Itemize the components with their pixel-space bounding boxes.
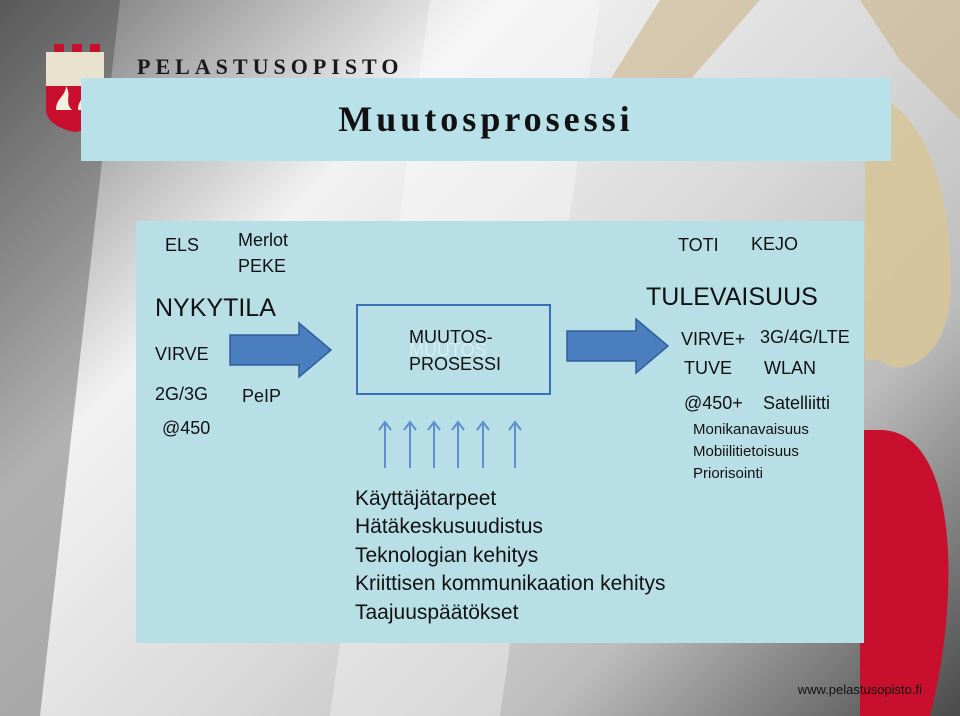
driver-item: Teknologian kehitys: [355, 544, 539, 567]
process-ghost-text: MUUTOS: [409, 340, 487, 360]
label-els: ELS: [165, 235, 200, 255]
label-peip: PeIP: [242, 386, 282, 406]
label-450-plus: @450+: [684, 393, 743, 413]
driver-item: Käyttäjätarpeet: [355, 487, 497, 510]
label-450: @450: [162, 418, 211, 438]
process-label-line2: PROSESSI: [409, 354, 502, 374]
process-label-line1: MUUTOS-: [409, 327, 493, 347]
title-bar: Muutosprosessi: [81, 78, 891, 161]
driver-item: Kriittisen kommunikaation kehitys: [355, 572, 666, 595]
heading-tulevaisuus: TULEVAISUUS: [646, 283, 818, 311]
label-wlan: WLAN: [764, 358, 817, 378]
label-3g4glte: 3G/4G/LTE: [760, 327, 850, 347]
process-box: [356, 304, 551, 395]
label-satelliitti: Satelliitti: [763, 393, 831, 413]
diagram-panel: [136, 221, 864, 643]
label-virve: VIRVE: [155, 344, 209, 364]
label-tuve: TUVE: [684, 358, 733, 378]
arrow-right-icon: [229, 321, 333, 379]
footer-url: www.pelastusopisto.fi: [797, 682, 922, 697]
up-arrows-icon: [378, 420, 522, 468]
heading-nykytila: NYKYTILA: [155, 294, 276, 322]
label-toti: TOTI: [678, 235, 719, 255]
slide-title: Muutosprosessi: [338, 99, 634, 139]
logo-text: PELASTUSOPISTO: [137, 54, 404, 79]
label-merlot: Merlot: [238, 230, 289, 250]
driver-item: Hätäkeskusuudistus: [355, 515, 543, 538]
label-peke: PEKE: [238, 256, 287, 276]
label-kejo: KEJO: [751, 234, 799, 254]
driver-item: Taajuuspäätökset: [355, 601, 519, 624]
feature-priorisointi: Priorisointi: [693, 465, 764, 482]
feature-monikanavaisuus: Monikanavaisuus: [693, 421, 809, 438]
label-2g3g: 2G/3G: [155, 384, 209, 404]
feature-mobiilitietoisuus: Mobiilitietoisuus: [693, 443, 799, 460]
arrow-right-icon: [566, 317, 670, 375]
label-virve-plus: VIRVE+: [681, 329, 746, 349]
